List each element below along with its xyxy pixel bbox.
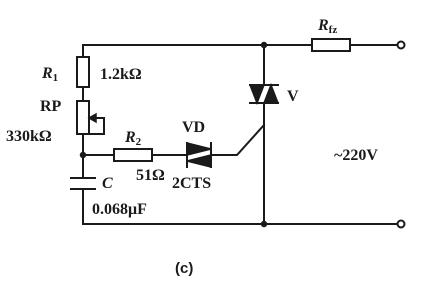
diac-to-gate-wire [212, 123, 266, 156]
junction-bottom [260, 220, 268, 228]
junction-middle [79, 151, 87, 159]
rp-wiper-arrow [87, 112, 97, 124]
vd-part-number: 2CTS [172, 175, 211, 192]
triac-label: V [287, 88, 299, 105]
r2-label: R2 [124, 129, 142, 148]
terminal-bottom [396, 219, 406, 229]
rp-label: RP [40, 98, 62, 115]
r2-value: 51Ω [136, 167, 165, 184]
junction-top [260, 41, 268, 49]
potentiometer-rp [76, 100, 90, 135]
c-label: C [102, 175, 113, 192]
wires [82, 44, 399, 225]
c-value: 0.068μF [92, 201, 147, 218]
vd-label: VD [182, 119, 205, 136]
resistor-r1 [76, 56, 90, 88]
supply-voltage-label: ~220V [334, 147, 378, 164]
rp-value: 330kΩ [6, 128, 52, 145]
rp-wiper-wire [82, 117, 105, 135]
diac-vd [186, 142, 212, 168]
r1-value: 1.2kΩ [100, 66, 142, 83]
resistor-r2 [113, 148, 153, 162]
figure-caption: (c) [175, 260, 193, 277]
resistor-rfz [311, 38, 351, 52]
terminal-top [396, 40, 406, 50]
r1-label: R1 [41, 65, 58, 84]
rfz-label: Rfz [317, 17, 337, 36]
triac-v [248, 82, 280, 106]
